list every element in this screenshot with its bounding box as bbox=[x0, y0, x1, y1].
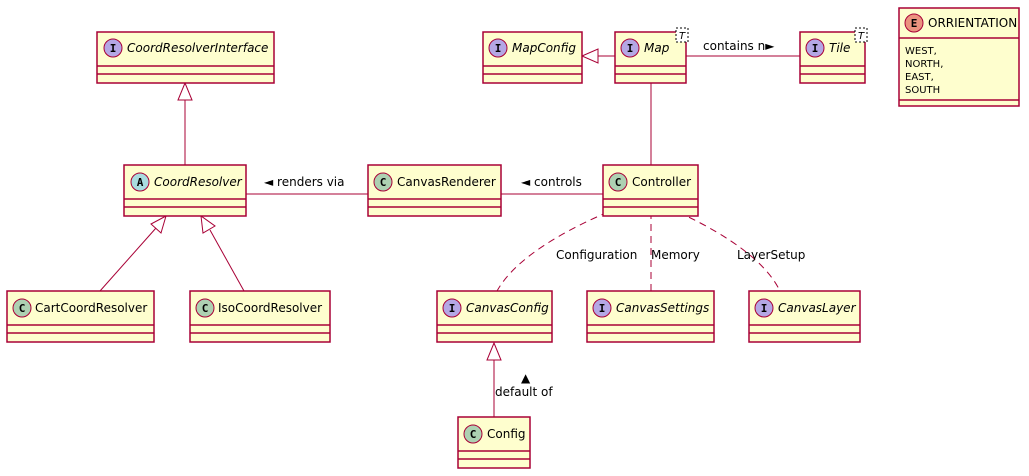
default-of-label: default of bbox=[495, 385, 553, 399]
interface-letter: I bbox=[449, 302, 456, 315]
class-cart-coord-resolver[interactable]: C CartCoordResolver bbox=[6, 290, 155, 343]
edge-map-implements-mapconfig bbox=[580, 48, 615, 64]
renders-via-label: ◄ renders via bbox=[264, 175, 345, 189]
edge-contains: contains n► bbox=[686, 39, 800, 57]
class-icon bbox=[608, 172, 628, 192]
class-tile[interactable]: I Tile T bbox=[799, 27, 868, 84]
edge-default-of: ▲ default of bbox=[486, 341, 553, 417]
enum-icon bbox=[904, 13, 924, 33]
interface-icon bbox=[488, 38, 508, 58]
class-canvas-renderer[interactable]: C CanvasRenderer bbox=[367, 164, 502, 217]
edge-cart-extends-coordresolver bbox=[99, 214, 167, 292]
class-canvas-settings[interactable]: I CanvasSettings bbox=[586, 290, 715, 343]
class-name: CanvasLayer bbox=[778, 301, 857, 315]
class-iso-coord-resolver[interactable]: C IsoCoordResolver bbox=[189, 290, 331, 343]
class-name: CanvasConfig bbox=[466, 301, 549, 315]
class-letter: C bbox=[202, 302, 209, 315]
enum-letter: E bbox=[911, 17, 918, 30]
generic-param-box bbox=[854, 27, 868, 43]
class-name: Config bbox=[487, 427, 526, 441]
class-name: CoordResolverInterface bbox=[127, 41, 268, 55]
class-name: CartCoordResolver bbox=[35, 301, 147, 315]
interface-letter: I bbox=[599, 302, 606, 315]
class-letter: C bbox=[19, 302, 26, 315]
abstract-letter: A bbox=[137, 176, 144, 189]
class-icon bbox=[373, 172, 393, 192]
interface-letter: I bbox=[812, 42, 819, 55]
edge-renders-via: ◄ renders via bbox=[246, 175, 368, 195]
interface-icon bbox=[620, 38, 640, 58]
interface-icon bbox=[592, 298, 612, 318]
interface-letter: I bbox=[761, 302, 768, 315]
class-letter: C bbox=[380, 176, 387, 189]
enum-value: WEST, bbox=[905, 46, 937, 57]
controls-label: ◄ controls bbox=[521, 175, 582, 189]
default-of-arrow: ▲ bbox=[521, 371, 531, 385]
edge-coordresolver-implements-interface bbox=[177, 81, 193, 165]
class-name: Tile bbox=[829, 41, 850, 55]
interface-letter: I bbox=[495, 42, 502, 55]
class-icon bbox=[463, 424, 483, 444]
class-canvas-layer[interactable]: I CanvasLayer bbox=[748, 290, 861, 343]
abstract-class-icon bbox=[130, 172, 150, 192]
edge-controls: ◄ controls bbox=[501, 175, 603, 195]
interface-letter: I bbox=[110, 42, 117, 55]
edge-memory: Memory bbox=[650, 212, 700, 291]
class-name: Controller bbox=[632, 175, 691, 189]
interface-icon bbox=[103, 38, 123, 58]
class-name: CanvasRenderer bbox=[397, 175, 496, 189]
generic-param: T bbox=[858, 31, 865, 42]
configuration-label: Configuration bbox=[556, 248, 637, 262]
interface-icon bbox=[754, 298, 774, 318]
edge-configuration: Configuration bbox=[496, 211, 637, 292]
class-map-config[interactable]: I MapConfig bbox=[482, 31, 583, 84]
enum-orientation[interactable]: E ORRIENTATION WEST, NORTH, EAST, SOUTH bbox=[898, 7, 1020, 107]
class-letter: C bbox=[615, 176, 622, 189]
memory-label: Memory bbox=[651, 248, 700, 262]
enum-value: NORTH, bbox=[905, 59, 943, 70]
class-name: MapConfig bbox=[512, 41, 576, 55]
class-icon bbox=[195, 298, 215, 318]
generic-param: T bbox=[679, 31, 686, 42]
class-name: CoordResolver bbox=[154, 175, 243, 189]
class-letter: C bbox=[470, 428, 477, 441]
interface-letter: I bbox=[627, 42, 634, 55]
class-icon bbox=[12, 298, 32, 318]
class-controller[interactable]: C Controller bbox=[602, 164, 699, 217]
contains-label: contains n► bbox=[703, 39, 775, 53]
edge-iso-extends-coordresolver bbox=[200, 214, 245, 292]
class-coord-resolver-interface[interactable]: I CoordResolverInterface bbox=[96, 31, 275, 84]
layer-setup-label: LayerSetup bbox=[737, 248, 805, 262]
interface-icon bbox=[805, 38, 825, 58]
class-name: Map bbox=[644, 41, 670, 55]
class-map[interactable]: I Map T bbox=[614, 27, 689, 84]
enum-name: ORRIENTATION bbox=[928, 16, 1017, 30]
class-name: CanvasSettings bbox=[616, 301, 709, 315]
interface-icon bbox=[442, 298, 462, 318]
enum-value: SOUTH bbox=[905, 85, 940, 96]
generic-param-box bbox=[675, 27, 689, 43]
class-config[interactable]: C Config bbox=[457, 416, 531, 469]
enum-value: EAST, bbox=[905, 72, 934, 83]
class-coord-resolver[interactable]: A CoordResolver bbox=[123, 164, 247, 217]
class-canvas-config[interactable]: I CanvasConfig bbox=[436, 290, 553, 343]
class-name: IsoCoordResolver bbox=[218, 301, 322, 315]
edge-layer-setup: LayerSetup bbox=[677, 211, 805, 292]
